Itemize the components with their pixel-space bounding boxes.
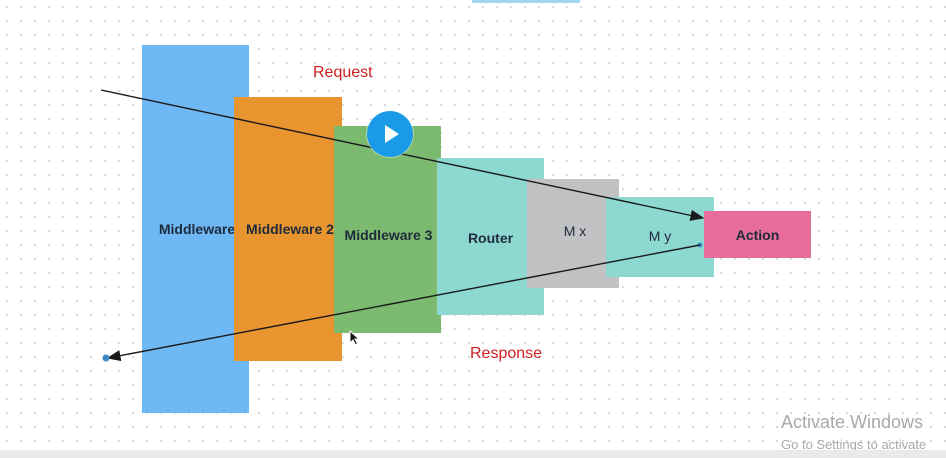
activate-windows-title: Activate Windows — [781, 412, 924, 432]
block-middleware: Middleware — [142, 45, 249, 413]
block-middleware-3-label: Middleware 3 — [344, 226, 433, 243]
activate-windows-subtitle: Go to Settings to activate — [781, 437, 927, 452]
block-middleware-label: Middleware — [158, 221, 236, 237]
block-router: Router — [437, 158, 544, 315]
play-icon — [385, 125, 399, 143]
response-label: Response — [470, 345, 543, 362]
response-arrow — [106, 244, 701, 362]
bottom-strip — [0, 450, 946, 458]
block-middleware-3: Middleware 3 — [334, 126, 441, 333]
block-router-label: Router — [467, 230, 514, 246]
block-mx-label: M x — [563, 223, 587, 239]
block-action-label: Action — [735, 227, 780, 243]
mouse-cursor-icon — [349, 330, 361, 346]
request-arrow — [100, 89, 705, 221]
block-middleware-2-label: Middleware 2 — [246, 221, 334, 237]
request-label: Request — [313, 64, 373, 81]
play-button[interactable] — [367, 111, 413, 157]
block-action: Action — [704, 211, 811, 258]
response-end-dot — [102, 354, 110, 362]
block-my-label: M y — [648, 228, 672, 244]
top-tab — [472, 0, 580, 3]
